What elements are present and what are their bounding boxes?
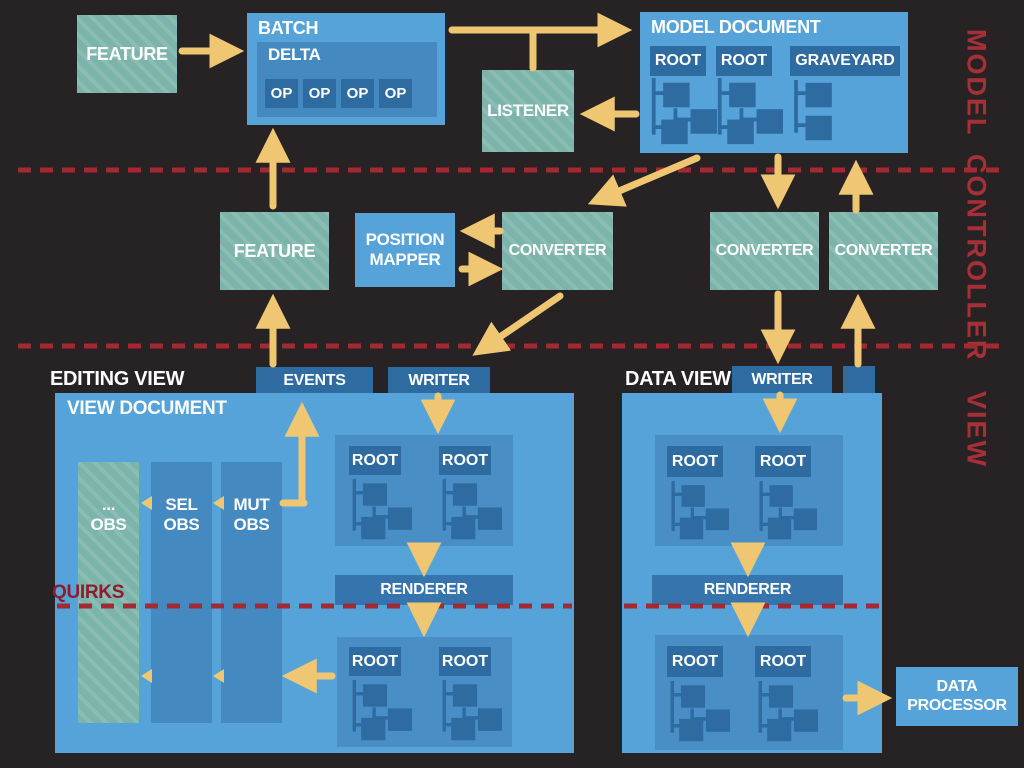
writer-label: WRITER [751,370,813,388]
model-document-box: MODEL DOCUMENT ROOT ROOT GRAVEYARD [640,12,908,153]
node-tree [648,78,718,146]
writer-label: WRITER [408,371,470,389]
controller-feature-label: FEATURE [233,240,316,261]
data-renderer-box: RENDERER [652,575,843,605]
root-box: ROOT [755,446,811,477]
root-box: ROOT [349,647,401,676]
root-label: ROOT [441,652,489,670]
editing-root-container-bottom: ROOT ROOT [337,637,512,747]
node-tree-graveyard [790,80,836,144]
converter-box: CONVERTER [829,212,938,290]
root-label: ROOT [654,52,702,69]
editing-view-box: VIEW DOCUMENT ... OBS SEL OBS MUT OBS RO… [52,393,574,753]
root-label: ROOT [671,652,719,670]
node-tree [349,479,413,541]
observer-label: ... OBS [90,495,127,535]
editing-view-title: EDITING VIEW [50,368,185,390]
events-label: EVENTS [283,371,346,389]
root-label: ROOT [720,52,768,69]
op-label: OP [308,85,331,102]
root-label: ROOT [759,452,807,470]
position-mapper-label: POSITION MAPPER [365,229,445,269]
position-mapper-box: POSITION MAPPER [355,213,455,287]
root-label: ROOT [671,452,719,470]
root-box: ROOT [667,646,723,677]
data-processor-box: DATA PROCESSOR [896,667,1018,726]
events-box: EVENTS [256,367,373,394]
converter-box: CONVERTER [710,212,819,290]
node-tree [349,680,413,742]
batch-label: BATCH [258,18,319,38]
data-reader-box [843,366,875,393]
node-tree [439,479,503,541]
arrow-model-document-to-converter [587,154,701,207]
data-view-box: ROOT ROOT RENDERER ROOT ROOT [622,393,882,753]
model-graveyard-box: GRAVEYARD [790,46,900,76]
model-document-title: MODEL DOCUMENT [651,17,821,37]
renderer-label: RENDERER [703,581,792,598]
observer-label: MUT OBS [233,495,270,535]
graveyard-label: GRAVEYARD [795,52,895,69]
root-label: ROOT [759,652,807,670]
op-box: OP [379,79,412,108]
model-layer-label: MODEL [961,29,992,137]
view-layer-label: VIEW [961,390,992,468]
data-writer-box: WRITER [732,366,832,393]
editing-renderer-box: RENDERER [335,575,513,605]
quirks-label: QUIRKS [52,582,125,603]
op-box: OP [341,79,374,108]
node-tree [755,481,819,541]
node-tree [667,681,731,743]
root-box: ROOT [349,446,401,475]
data-view-title: DATA VIEW [625,368,731,390]
arrow-converter-to-editing-writer [472,292,564,356]
data-root-container-top: ROOT ROOT [655,435,843,546]
root-box: ROOT [439,647,491,676]
op-label: OP [270,85,293,102]
op-box: OP [265,79,298,108]
converter-label: CONVERTER [834,242,933,259]
renderer-label: RENDERER [380,581,468,598]
data-root-container-bottom: ROOT ROOT [655,635,843,750]
op-label: OP [346,85,369,102]
node-tree [714,78,784,146]
root-label: ROOT [351,451,399,469]
observer-column-mutation: MUT OBS [221,462,282,723]
editing-writer-box: WRITER [388,367,490,394]
root-label: ROOT [351,652,399,670]
data-processor-label: DATA PROCESSOR [907,677,1007,714]
root-box: ROOT [667,446,723,477]
node-tree [755,681,819,743]
observer-column-selection: SEL OBS [151,462,212,723]
delta-box: DELTA OP OP OP OP [257,42,437,117]
model-feature-label: FEATURE [86,43,168,64]
op-box: OP [303,79,336,108]
controller-feature-box: FEATURE [220,212,329,290]
model-root-box: ROOT [716,46,772,76]
model-root-box: ROOT [650,46,706,76]
delta-label: DELTA [268,45,321,64]
editing-root-container-top: ROOT ROOT [335,435,513,546]
node-tree [439,680,503,742]
converter-box: CONVERTER [502,212,613,290]
listener-box: LISTENER [482,70,574,152]
root-box: ROOT [439,446,491,475]
batch-box: BATCH DELTA OP OP OP OP [247,13,445,125]
op-label: OP [384,85,407,102]
root-label: ROOT [441,451,489,469]
view-document-title: VIEW DOCUMENT [67,398,227,419]
observer-label: SEL OBS [163,495,200,535]
root-box: ROOT [755,646,811,677]
model-feature-box: FEATURE [77,15,177,93]
converter-label: CONVERTER [715,242,814,259]
converter-label: CONVERTER [508,242,607,259]
controller-layer-label: CONTROLLER [961,154,992,362]
observer-column-other: ... OBS [78,462,139,723]
listener-label: LISTENER [487,101,569,120]
node-tree [667,481,731,541]
